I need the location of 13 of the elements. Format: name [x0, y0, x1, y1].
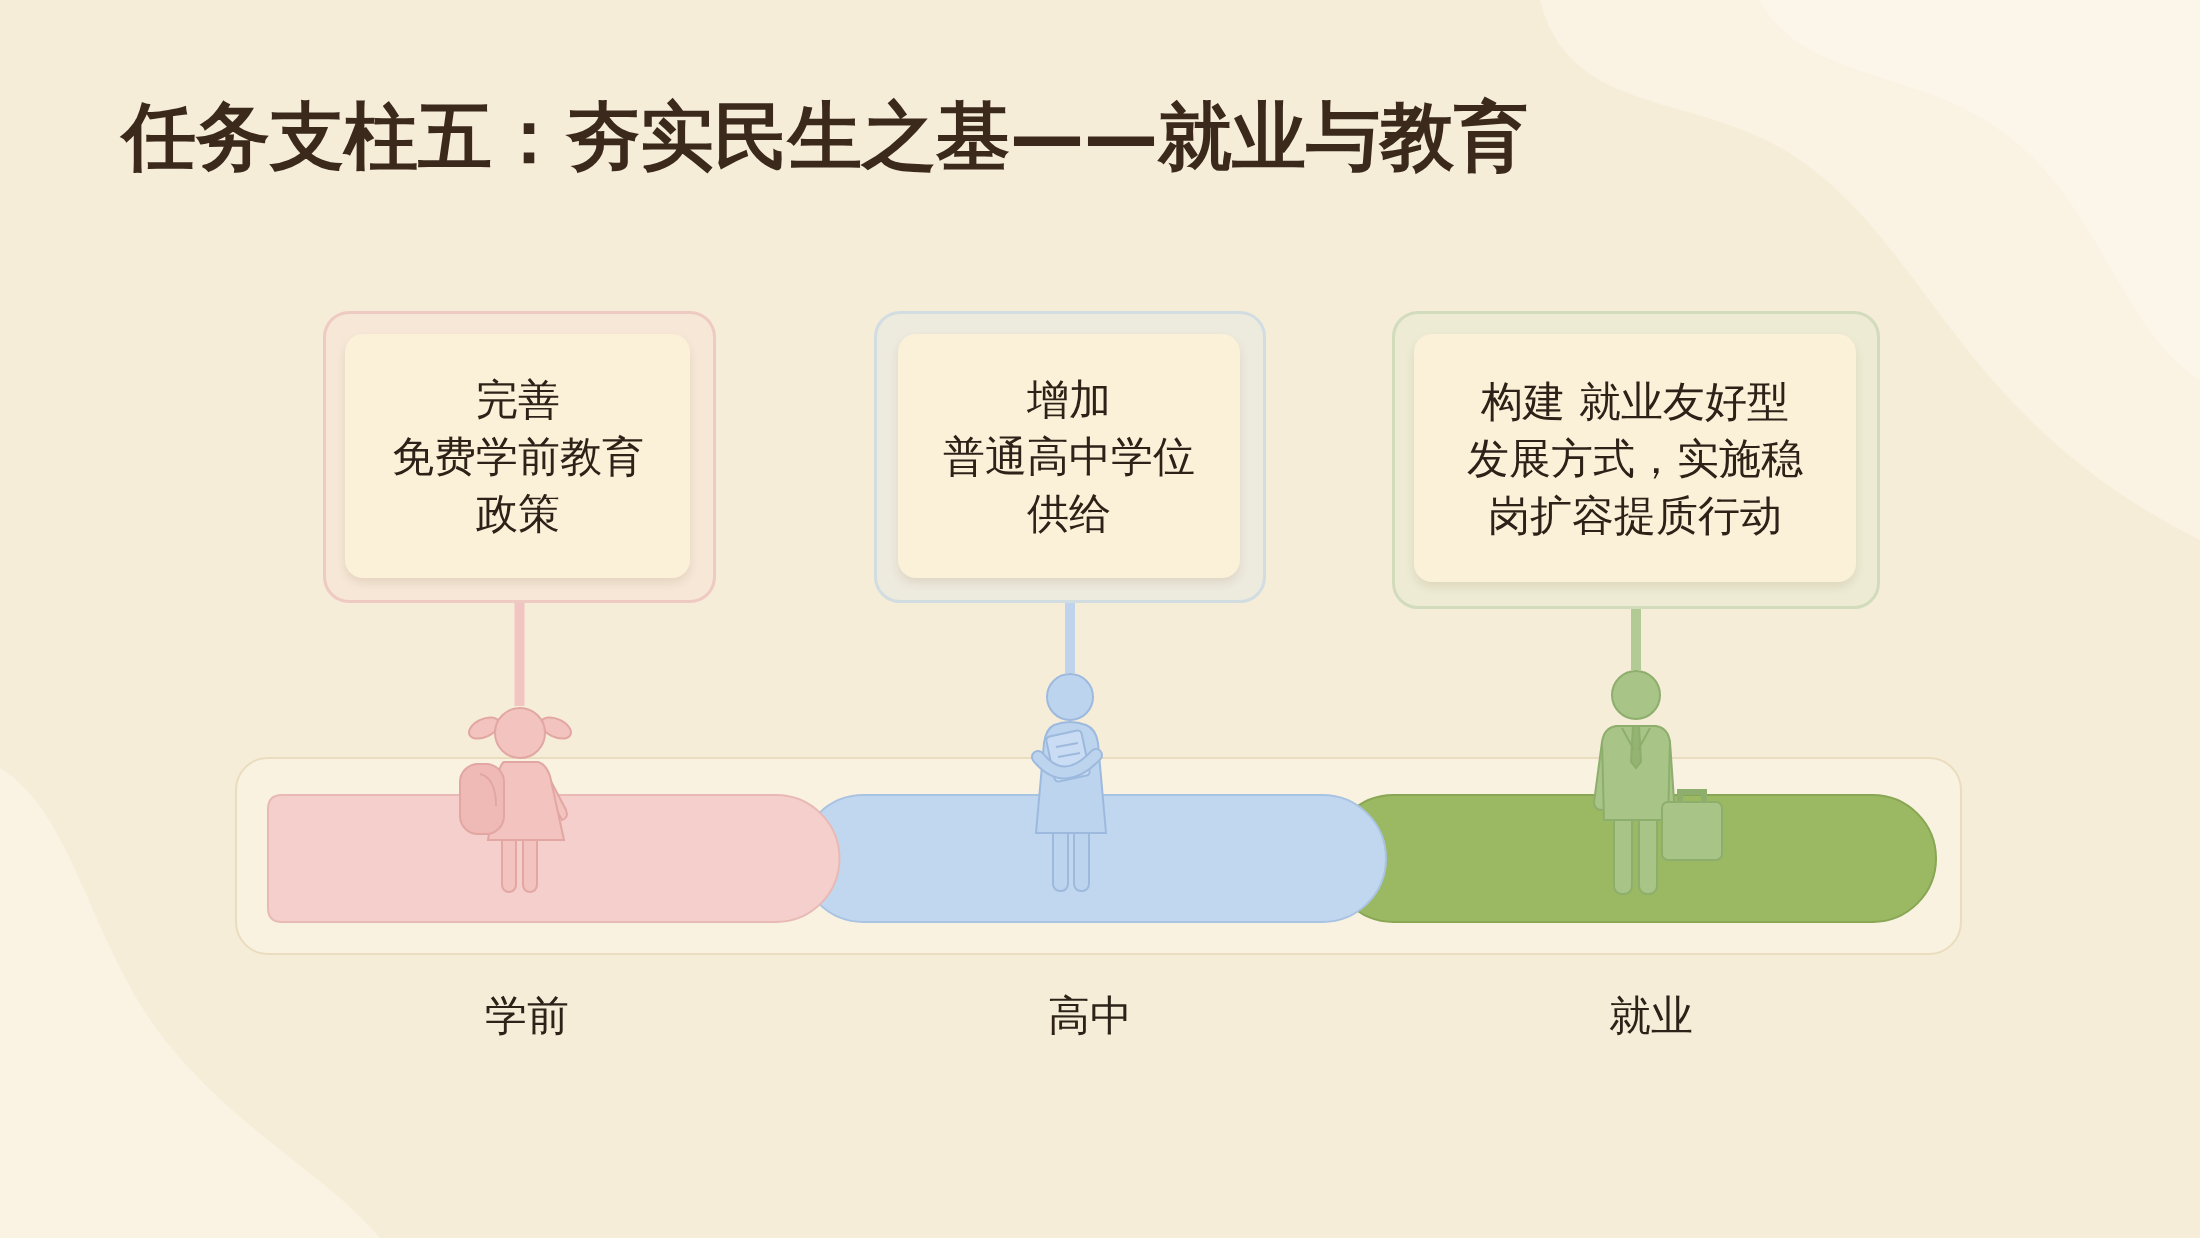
- connector-line: [514, 603, 525, 706]
- title: 任务支柱五：夯实民生之基——就业与教育: [122, 92, 1528, 181]
- text-card: 构建 就业友好型发展方式，实施稳岗扩容提质行动: [1414, 334, 1856, 582]
- card-frame: [323, 311, 716, 603]
- stage-label: 高中: [1048, 990, 1132, 1042]
- stage-label: 就业: [1609, 990, 1693, 1042]
- text-card: 完善免费学前教育政策: [345, 334, 690, 578]
- card-frame: [1392, 311, 1880, 609]
- stage-label: 学前: [485, 990, 569, 1042]
- connector-line: [1631, 609, 1641, 670]
- text-card: 增加普通高中学位供给: [898, 334, 1240, 578]
- connector-line: [1065, 603, 1075, 673]
- card-frame: [874, 311, 1266, 603]
